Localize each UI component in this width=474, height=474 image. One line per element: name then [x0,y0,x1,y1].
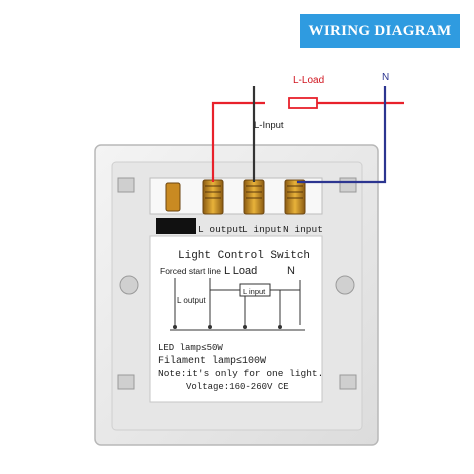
terminal-l-input [243,179,265,215]
spec-voltage: Voltage:160-260V CE [186,382,289,392]
label-card [149,235,323,403]
label-l-load: L Load [224,265,257,277]
terminal-l-output [202,179,224,215]
schematic-label-l-output: L output [177,296,206,305]
terminal-label-n-input: N input [283,224,323,235]
terminal-label-l-output: L output [198,224,244,235]
plate-clip-top-left [117,177,135,193]
screw-hole-right [335,275,355,295]
terminal-label-l-input: L input [242,224,282,235]
neutral-wire [297,86,387,184]
schematic-node-1 [173,325,177,329]
plate-clip-bottom-left [117,374,135,390]
schematic-node-3 [243,325,247,329]
spec-note: Note:it's only for one light. [158,368,323,379]
schematic-label-l-input: L input [243,287,266,296]
wire-label-l-load: L-Load [293,75,324,86]
label-title: Light Control Switch [178,250,310,262]
live-wire [211,101,265,182]
schematic-node-2 [208,325,212,329]
plate-clip-bottom-right [339,374,357,390]
screw-hole-left [119,275,139,295]
spec-led-lamp: LED lamp≤50W [158,343,223,353]
spec-filament-lamp: Filament lamp≤100W [158,355,266,367]
terminal-n-input [284,179,306,215]
black-sticker [156,218,196,234]
wire-label-l-input: L-Input [254,120,284,131]
load-resistor [288,97,318,109]
label-forced-start-line: Forced start line [160,266,221,276]
internal-schematic [170,278,305,331]
wiring-diagram-banner: WIRING DIAGRAM [300,14,460,48]
terminal-forced-start [165,182,181,212]
schematic-node-4 [278,325,282,329]
label-n: N [287,265,295,277]
wire-label-n: N [382,72,389,83]
plate-clip-top-right [339,177,357,193]
